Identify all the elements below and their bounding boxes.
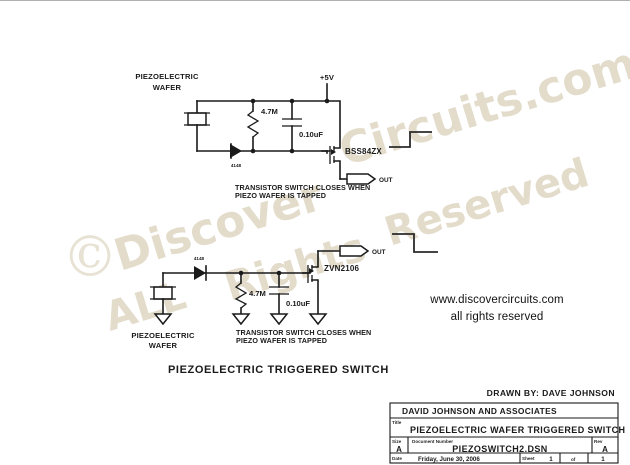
title-block-sheet-of: of	[571, 457, 576, 462]
title-block-docnum-label: Document Number	[412, 439, 453, 444]
top-piezo-element	[187, 112, 207, 126]
bottom-circuit: PIEZOELECTRIC WAFER 4148 4.7M	[131, 233, 438, 350]
bottom-diode-label: 4148	[194, 256, 205, 261]
top-output-label: OUT	[379, 177, 393, 184]
bottom-note-line1: TRANSISTOR SWITCH CLOSES WHEN	[236, 328, 371, 337]
bottom-diode-4148	[194, 265, 207, 281]
top-supply-label: +5V	[320, 73, 335, 82]
top-mosfet-BSS84ZX	[321, 100, 341, 180]
title-block-sheet-num: 1	[549, 456, 553, 463]
bottom-output-port	[317, 245, 370, 257]
bottom-output-label: OUT	[372, 249, 386, 256]
title-block-rev-label: Rev	[594, 439, 603, 444]
title-block-sheet-total: 1	[601, 456, 605, 463]
bottom-capacitor	[269, 272, 289, 326]
top-piezo-label-line2: WAFER	[153, 83, 182, 92]
bottom-capacitor-label: 0.10uF	[286, 299, 310, 308]
top-note-line2: PIEZO WAFER IS TAPPED	[235, 191, 326, 200]
title-block-company: DAVID JOHNSON AND ASSOCIATES	[402, 406, 557, 416]
bottom-resistor-label: 4.7M	[249, 289, 266, 298]
top-diode-4148	[230, 143, 242, 159]
title-block-rev-value: A	[602, 445, 608, 454]
top-transistor-label: BSS84ZX	[345, 147, 382, 156]
bottom-ground-piezo	[153, 313, 173, 326]
bottom-piezo-element	[153, 286, 173, 300]
title-block: DAVID JOHNSON AND ASSOCIATES Title PIEZO…	[389, 402, 625, 464]
bottom-note-line2: PIEZO WAFER IS TAPPED	[236, 336, 327, 345]
title-block-date-value: Friday, June 30, 2006	[418, 456, 480, 463]
top-resistor	[246, 100, 260, 152]
bottom-output-waveform	[392, 233, 438, 253]
bottom-transistor-label: ZVN2106	[324, 264, 360, 273]
top-piezo-label-line1: PIEZOELECTRIC	[135, 72, 199, 81]
credit-website: www.discovercircuits.com	[429, 294, 563, 306]
title-block-title-field-label: Title	[392, 420, 402, 425]
title-block-sheet-label: Sheet	[522, 456, 535, 461]
top-circuit: PIEZOELECTRIC WAFER +5V 4148	[135, 72, 432, 200]
title-block-title: PIEZOELECTRIC WAFER TRIGGERED SWITCH	[410, 425, 625, 435]
bottom-piezo-label-line1: PIEZOELECTRIC	[131, 331, 195, 340]
watermark-line2c: Reserved	[379, 150, 594, 256]
bottom-resistor	[231, 272, 251, 326]
top-diode-label: 4148	[231, 163, 242, 168]
top-note-line1: TRANSISTOR SWITCH CLOSES WHEN	[235, 183, 370, 192]
top-resistor-label: 4.7M	[261, 107, 278, 116]
title-block-size-value: A	[396, 445, 402, 454]
top-capacitor-label: 0.10uF	[299, 130, 323, 139]
credit-rights: all rights reserved	[451, 311, 544, 323]
top-output-waveform	[389, 131, 432, 148]
diagram-title: PIEZOELECTRIC TRIGGERED SWITCH	[168, 364, 389, 376]
top-capacitor	[282, 100, 302, 152]
bottom-piezo-label-line2: WAFER	[149, 341, 178, 350]
title-block-date-label: Date	[392, 456, 402, 461]
bottom-mosfet-ZVN2106	[302, 250, 328, 326]
watermark-copyright-symbol: ©	[62, 225, 118, 290]
title-block-docnum-value: PIEZOSWITCH2.DSN	[452, 444, 547, 454]
drawn-by-label: DRAWN BY: DAVE JOHNSON	[487, 388, 615, 398]
top-output-port	[339, 173, 377, 185]
title-block-size-label: Size	[392, 439, 402, 444]
